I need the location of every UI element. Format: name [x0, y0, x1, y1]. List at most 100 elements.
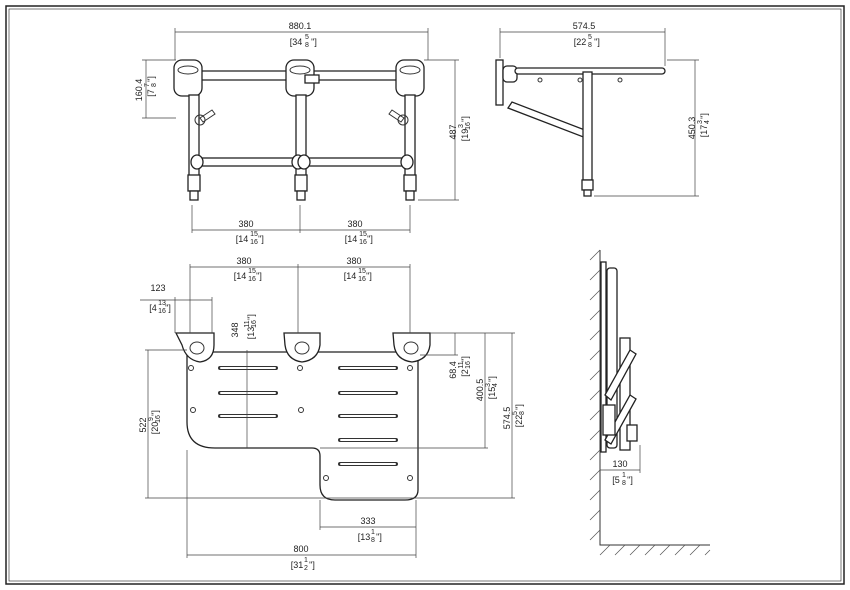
dimension-label: 380 [347, 219, 362, 229]
dimension-label: 4 [492, 383, 499, 387]
dimension-label: "] [309, 560, 315, 570]
dimension-label: 15 [358, 268, 366, 275]
dimension-label: 333 [360, 516, 375, 526]
dimension-label: 8 [588, 42, 592, 49]
dimension-label: 450.3 [687, 117, 697, 140]
dimension-label: 5 [588, 34, 592, 41]
dimension-label: 400.5 [475, 379, 485, 402]
dimension-label: 15 [359, 231, 367, 238]
dimension-label: "] [366, 271, 372, 281]
wall-bracket-left [173, 59, 203, 97]
mount-holes [188, 365, 413, 481]
dimension-label: [22 [514, 415, 524, 428]
dimension-label: 160.4 [134, 79, 144, 102]
dimension-label: "] [699, 113, 709, 119]
dimension-label: 8 [519, 411, 526, 415]
dimension-label: [13 [246, 327, 256, 340]
dimension-label: "] [311, 37, 317, 47]
dimension-label: [14 [345, 234, 358, 244]
dimension-label: [14 [234, 271, 247, 281]
dimension-label: [14 [236, 234, 249, 244]
dimension-label: 800 [293, 544, 308, 554]
dimension-label: 5 [305, 34, 309, 41]
dimension-label: 1 [304, 557, 308, 564]
seat-outline [186, 351, 419, 501]
dimension-label: 16 [465, 122, 472, 130]
dimension-label: 15 [248, 268, 256, 275]
dimension-label: [13 [358, 532, 371, 542]
dimension-label: 16 [250, 239, 258, 246]
dimension-label: 8 [305, 42, 309, 49]
dimension-label: [2 [460, 369, 470, 377]
dimension-label: 8 [151, 83, 158, 87]
dimension-label: 15 [250, 231, 258, 238]
dimension-label: "] [376, 532, 382, 542]
dimension-label: 8 [371, 537, 375, 544]
drawing-frame-inner [8, 8, 842, 582]
dimension-label: [15 [487, 387, 497, 400]
dimension-label: 16 [465, 361, 472, 369]
dimension-label: "] [594, 37, 600, 47]
dimension-label: 9 [148, 417, 155, 421]
dimension-label: [5 [612, 475, 620, 485]
dimension-label: [19 [460, 129, 470, 142]
dimension-label: "] [460, 356, 470, 362]
dimension-label: 16 [155, 415, 162, 423]
dimension-label: [7 [146, 89, 156, 97]
dimension-label: 16 [158, 308, 166, 315]
dimension-label: 3 [485, 383, 492, 387]
dimension-label: [14 [344, 271, 357, 281]
bracket-center [283, 332, 321, 363]
dimension-label: "] [258, 234, 264, 244]
dimension-label: "] [246, 314, 256, 320]
dimension-label: 380 [346, 256, 361, 266]
dimension-label: [34 [290, 37, 303, 47]
dimension-label: 16 [251, 320, 258, 328]
dimension-label: [4 [149, 303, 157, 313]
dimension-label: "] [487, 376, 497, 382]
dimension-label: 380 [238, 219, 253, 229]
dimension-label: "] [150, 410, 160, 416]
dimension-label: 574.5 [502, 407, 512, 430]
drawing-frame [5, 5, 845, 585]
dimension-label: 3 [697, 120, 704, 124]
dim-overall-width: 880.1 [289, 21, 312, 31]
dimension-label: 2 [304, 565, 308, 572]
dimension-label: 3 [458, 124, 465, 128]
dimension-label: "] [627, 475, 633, 485]
dimension-label: 130 [612, 459, 627, 469]
dimension-label: 16 [359, 239, 367, 246]
dimension-label: "] [514, 404, 524, 410]
dimension-label: [22 [574, 37, 587, 47]
dimension-label: [31 [291, 560, 304, 570]
dimension-label: 522 [138, 417, 148, 432]
bracket-left [174, 332, 215, 363]
dimension-label: 16 [358, 276, 366, 283]
dimension-label: "] [256, 271, 262, 281]
dimension-label: 16 [248, 276, 256, 283]
dimension-label: 68.4 [448, 361, 458, 379]
dimension-label: 123 [150, 283, 165, 293]
dimension-label: 11 [458, 361, 465, 368]
dimension-label: 1 [622, 472, 626, 479]
wall-bracket-right [395, 59, 425, 97]
